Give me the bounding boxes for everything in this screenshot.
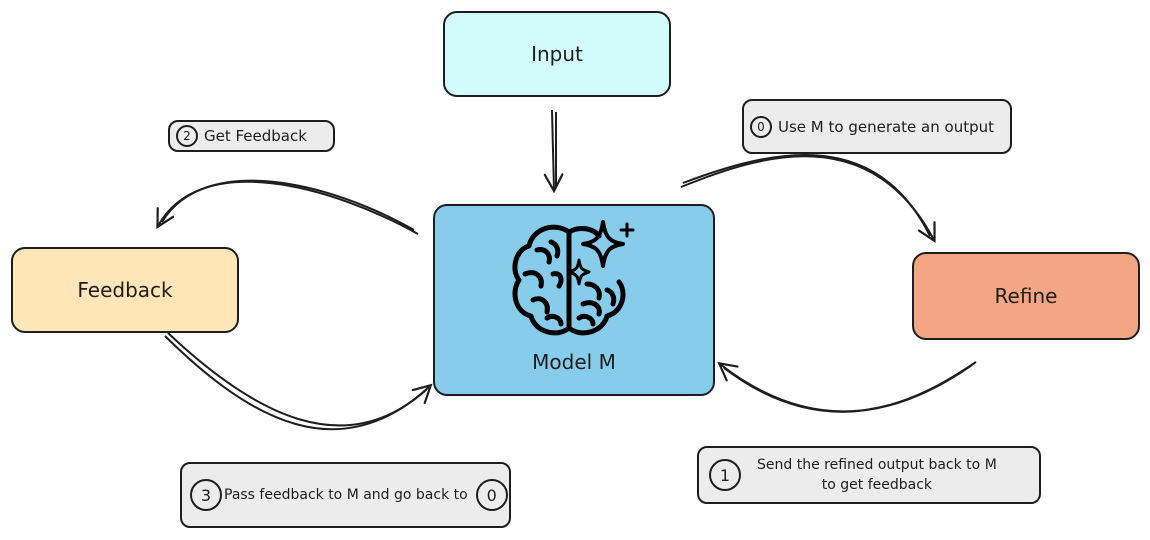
- arrow-input-to-model: [543, 109, 564, 194]
- send-refined-line2: to get feedback: [821, 477, 933, 493]
- generate-output-text: Use M to generate an output: [778, 117, 994, 136]
- target-step-badge: 0: [475, 479, 508, 511]
- step-badge: 0: [750, 115, 772, 138]
- input-node[interactable]: Input: [443, 11, 671, 97]
- pass-feedback-label[interactable]: 3 Pass feedback to M and go back to 0: [180, 462, 511, 528]
- arrow-model-to-refine: [680, 154, 936, 244]
- input-node-label: Input: [531, 42, 583, 66]
- send-refined-text: Send the refined output back to M to get…: [757, 455, 997, 495]
- get-feedback-text: Get Feedback: [204, 127, 307, 145]
- get-feedback-label[interactable]: 2 Get Feedback: [168, 120, 335, 152]
- arrow-feedback-to-model: [164, 332, 433, 431]
- refine-node[interactable]: Refine: [912, 252, 1140, 340]
- generate-output-label[interactable]: 0 Use M to generate an output: [742, 99, 1012, 154]
- model-node-label: Model M: [532, 350, 616, 374]
- model-node[interactable]: Model M: [433, 204, 715, 396]
- send-refined-label[interactable]: 1 Send the refined output back to M to g…: [697, 446, 1041, 504]
- pass-feedback-text: Pass feedback to M and go back to: [224, 487, 468, 503]
- step-badge: 2: [176, 125, 198, 147]
- step-badge: 3: [190, 479, 222, 511]
- refine-node-label: Refine: [994, 284, 1058, 308]
- step-badge: 1: [709, 459, 741, 491]
- send-refined-line1: Send the refined output back to M: [757, 457, 997, 473]
- feedback-node[interactable]: Feedback: [11, 247, 239, 333]
- arrow-model-to-feedback: [156, 179, 419, 235]
- brain-sparkle-icon: [512, 220, 635, 336]
- arrow-refine-to-model: [717, 361, 977, 413]
- feedback-node-label: Feedback: [77, 278, 173, 302]
